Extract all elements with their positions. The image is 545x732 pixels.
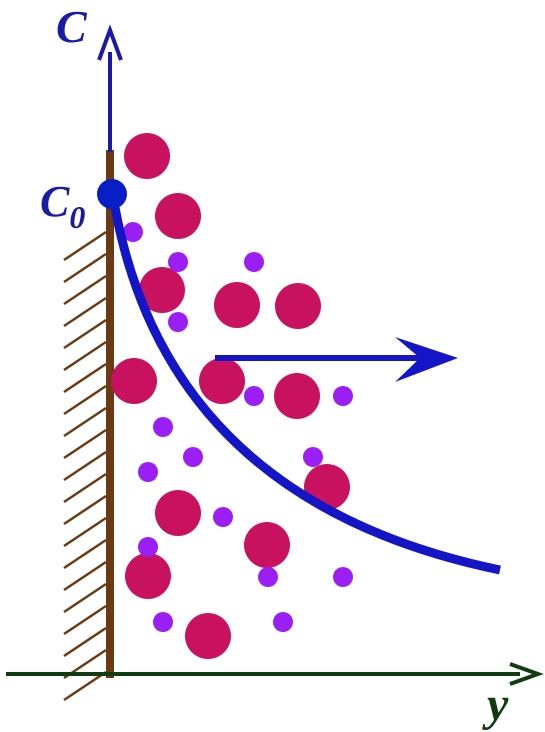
small-particle xyxy=(244,386,264,406)
large-particle xyxy=(155,193,201,239)
large-particle xyxy=(199,358,245,404)
small-particle xyxy=(273,612,293,632)
small-particle xyxy=(333,567,353,587)
large-particle xyxy=(125,553,171,599)
wall xyxy=(106,150,114,678)
small-particle xyxy=(138,537,158,557)
hatch-line xyxy=(63,252,107,284)
large-particles xyxy=(111,133,350,659)
hatch-line xyxy=(63,670,107,702)
hatch-line xyxy=(63,384,107,416)
hatch-line xyxy=(63,406,107,438)
concentration-profile-curve xyxy=(108,195,501,575)
small-particle xyxy=(333,386,353,406)
large-particle xyxy=(139,267,185,313)
large-particle xyxy=(155,490,201,536)
large-particle xyxy=(111,358,157,404)
hatch-line xyxy=(63,428,107,460)
arrow-up-icon xyxy=(97,24,123,61)
hatch-line xyxy=(63,494,107,526)
small-particle xyxy=(303,447,323,467)
hatch-line xyxy=(63,450,107,482)
small-particle xyxy=(258,567,278,587)
concentration-axis-label: C xyxy=(56,1,88,52)
large-particle xyxy=(124,133,170,179)
large-particle xyxy=(185,613,231,659)
small-particle xyxy=(153,417,173,437)
hatch-line xyxy=(63,274,107,306)
surface-concentration-label: C0 xyxy=(40,177,85,235)
hatch-line xyxy=(63,362,107,394)
hatch-line xyxy=(63,560,107,592)
wall-hatching xyxy=(63,230,107,702)
hatch-line xyxy=(63,626,107,658)
hatch-line xyxy=(63,582,107,614)
hatch-line xyxy=(63,604,107,636)
small-particle xyxy=(244,252,264,272)
surface-concentration-point xyxy=(97,179,127,209)
small-particle xyxy=(138,462,158,482)
arrow-right-icon xyxy=(509,662,544,686)
hatch-line xyxy=(63,296,107,328)
hatch-line xyxy=(63,340,107,372)
small-particle xyxy=(168,312,188,332)
hatch-line xyxy=(63,230,107,262)
large-particle xyxy=(275,283,321,329)
hatch-line xyxy=(63,472,107,504)
small-particle xyxy=(153,612,173,632)
large-particle xyxy=(274,373,320,419)
small-particles xyxy=(123,222,353,632)
hatch-line xyxy=(63,318,107,350)
large-particle xyxy=(244,522,290,568)
small-particle xyxy=(183,447,203,467)
arrow-right-icon xyxy=(395,337,458,382)
small-particle xyxy=(213,507,233,527)
small-particle xyxy=(168,252,188,272)
small-particle xyxy=(123,222,143,242)
distance-axis-label: y xyxy=(482,678,509,731)
hatch-line xyxy=(63,538,107,570)
hatch-line xyxy=(63,516,107,548)
large-particle xyxy=(214,282,260,328)
